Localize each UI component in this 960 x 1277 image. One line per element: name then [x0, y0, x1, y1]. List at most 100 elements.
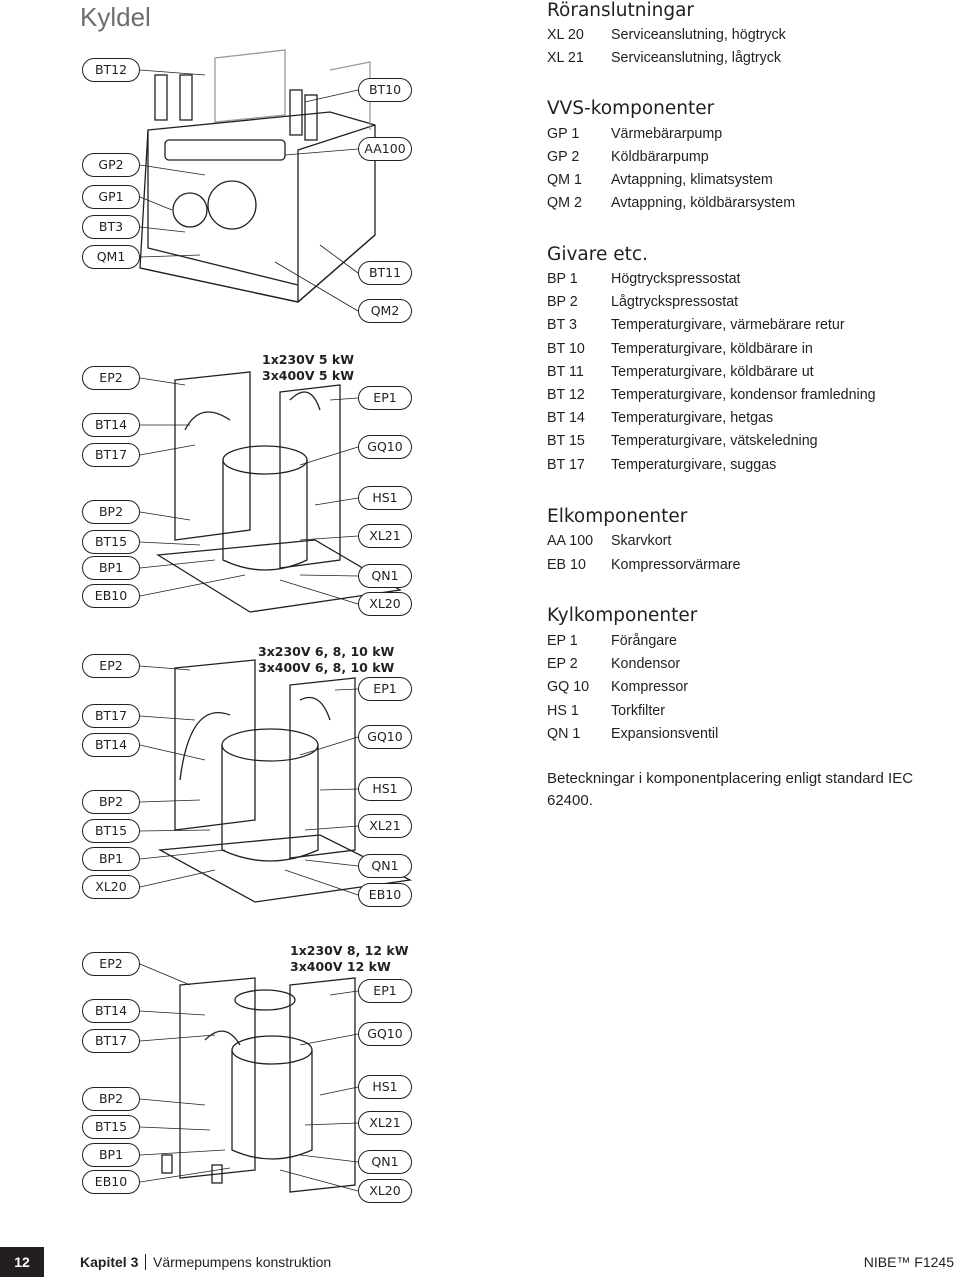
legend-code: GQ 10 — [547, 679, 590, 695]
legend-code: XL 21 — [547, 50, 584, 66]
legend-desc: Temperaturgivare, vätskeledning — [611, 433, 818, 449]
label-qm1: QM1 — [82, 245, 140, 269]
label-aa100: AA100 — [358, 137, 412, 161]
legend-code: BT 12 — [547, 387, 585, 403]
legend-desc: Temperaturgivare, köldbärare in — [611, 341, 813, 357]
label-bp1: BP1 — [82, 1143, 140, 1167]
label-bt12: BT12 — [82, 58, 140, 82]
heading-givare: Givare etc. — [547, 244, 648, 265]
variant3-caption: 1x230V 8, 12 kW 3x400V 12 kW — [290, 943, 409, 975]
legend-desc: Serviceanslutning, lågtryck — [611, 50, 782, 66]
legend-code: BT 10 — [547, 341, 585, 357]
figure2-drawing — [139, 371, 402, 613]
label-bt14: BT14 — [82, 733, 140, 757]
label-ep2: EP2 — [82, 366, 140, 390]
legend-desc: Serviceanslutning, högtryck — [611, 27, 786, 43]
label-bp1: BP1 — [82, 847, 140, 871]
label-bt3: BT3 — [82, 215, 140, 239]
page-title: Kyldel — [80, 2, 151, 32]
label-bt15: BT15 — [82, 819, 140, 843]
heading-kylkomponenter: Kylkomponenter — [547, 605, 698, 626]
legend-desc: Kompressor — [611, 679, 689, 695]
chapter-title: Värmepumpens konstruktion — [153, 1254, 332, 1270]
legend-code: EP 2 — [547, 656, 578, 672]
chapter-label: Kapitel 3 — [80, 1254, 139, 1270]
legend-code: GP 1 — [547, 126, 580, 142]
legend-desc: Temperaturgivare, suggas — [611, 457, 777, 473]
label-ep1: EP1 — [358, 677, 412, 701]
label-xl21: XL21 — [358, 1111, 412, 1135]
legend-code: QN 1 — [547, 726, 581, 742]
legend-desc: Värmebärarpump — [611, 126, 723, 142]
label-qn1: QN1 — [358, 854, 412, 878]
label-hs1: HS1 — [358, 777, 412, 801]
label-xl20: XL20 — [358, 1179, 412, 1203]
label-ep2: EP2 — [82, 654, 140, 678]
label-gp2: GP2 — [82, 153, 140, 177]
label-bt10: BT10 — [358, 78, 412, 102]
label-eb10: EB10 — [82, 584, 140, 608]
legend-code: BT 3 — [547, 317, 577, 333]
legend-code: BP 1 — [547, 271, 578, 287]
label-bt15: BT15 — [82, 530, 140, 554]
legend-code: AA 100 — [547, 533, 594, 549]
legend-code: BT 14 — [547, 410, 585, 426]
standard-note: Beteckningar i komponentplacering enligt… — [547, 770, 914, 809]
label-bt14: BT14 — [82, 999, 140, 1023]
heading-vvs: VVS-komponenter — [547, 98, 715, 119]
label-hs1: HS1 — [358, 1075, 412, 1099]
legend-code: XL 20 — [547, 27, 584, 43]
label-ep1: EP1 — [358, 386, 412, 410]
legend-desc: Avtappning, klimatsystem — [611, 172, 773, 188]
legend-code: EP 1 — [547, 633, 578, 649]
label-ep2: EP2 — [82, 952, 140, 976]
figure4-drawing — [139, 963, 359, 1193]
legend-desc: Temperaturgivare, värmebärare retur — [611, 317, 845, 333]
legend-code: HS 1 — [547, 703, 579, 719]
label-xl20: XL20 — [358, 592, 412, 616]
page-footer: 12 Kapitel 3 Värmepumpens konstruktion N… — [0, 1247, 960, 1277]
label-eb10: EB10 — [82, 1170, 140, 1194]
legend-code: QM 2 — [547, 195, 582, 211]
label-qn1: QN1 — [358, 1150, 412, 1174]
variant1-caption-line2: 3x400V 5 kW — [262, 368, 355, 383]
heading-roranslutningar: Röranslutningar — [547, 0, 695, 21]
legend-code: BT 11 — [547, 364, 584, 380]
legend-code: GP 2 — [547, 149, 580, 165]
legend-desc: Förångare — [611, 633, 677, 649]
legend-code: BT 17 — [547, 457, 585, 473]
label-bt14: BT14 — [82, 413, 140, 437]
variant3-caption-line1: 1x230V 8, 12 kW — [290, 943, 409, 958]
legend-desc: Temperaturgivare, hetgas — [611, 410, 774, 426]
label-qm2: QM2 — [358, 299, 412, 323]
label-eb10: EB10 — [358, 883, 412, 907]
label-gp1: GP1 — [82, 185, 140, 209]
product-name: NIBE™ F1245 — [863, 1254, 954, 1270]
label-gq10: GQ10 — [358, 1022, 412, 1046]
legend-desc: Kondensor — [611, 656, 681, 672]
label-xl21: XL21 — [358, 814, 412, 838]
label-hs1: HS1 — [358, 486, 412, 510]
figure1-drawing — [139, 49, 376, 312]
label-ep1: EP1 — [358, 979, 412, 1003]
legend-desc: Temperaturgivare, kondensor framledning — [611, 387, 876, 403]
label-bt15: BT15 — [82, 1115, 140, 1139]
variant2-caption-line1: 3x230V 6, 8, 10 kW — [258, 644, 395, 659]
label-xl21: XL21 — [358, 524, 412, 548]
label-gq10: GQ10 — [358, 725, 412, 749]
label-gq10: GQ10 — [358, 435, 412, 459]
figure3-drawing — [139, 659, 413, 903]
legend-desc: Kompressorvärmare — [611, 557, 741, 573]
variant1-caption-line1: 1x230V 5 kW — [262, 352, 355, 367]
legend-desc: Torkfilter — [611, 703, 666, 719]
legend-code: BT 15 — [547, 433, 585, 449]
legend-code: QM 1 — [547, 172, 582, 188]
label-bt11: BT11 — [358, 261, 412, 285]
label-bp2: BP2 — [82, 500, 140, 524]
label-qn1: QN1 — [358, 564, 412, 588]
label-xl20: XL20 — [82, 875, 140, 899]
legend-desc: Skarvkort — [611, 533, 672, 549]
variant2-caption-line2: 3x400V 6, 8, 10 kW — [258, 660, 395, 675]
footer-divider — [145, 1254, 146, 1270]
variant2-caption: 3x230V 6, 8, 10 kW 3x400V 6, 8, 10 kW — [258, 644, 394, 676]
